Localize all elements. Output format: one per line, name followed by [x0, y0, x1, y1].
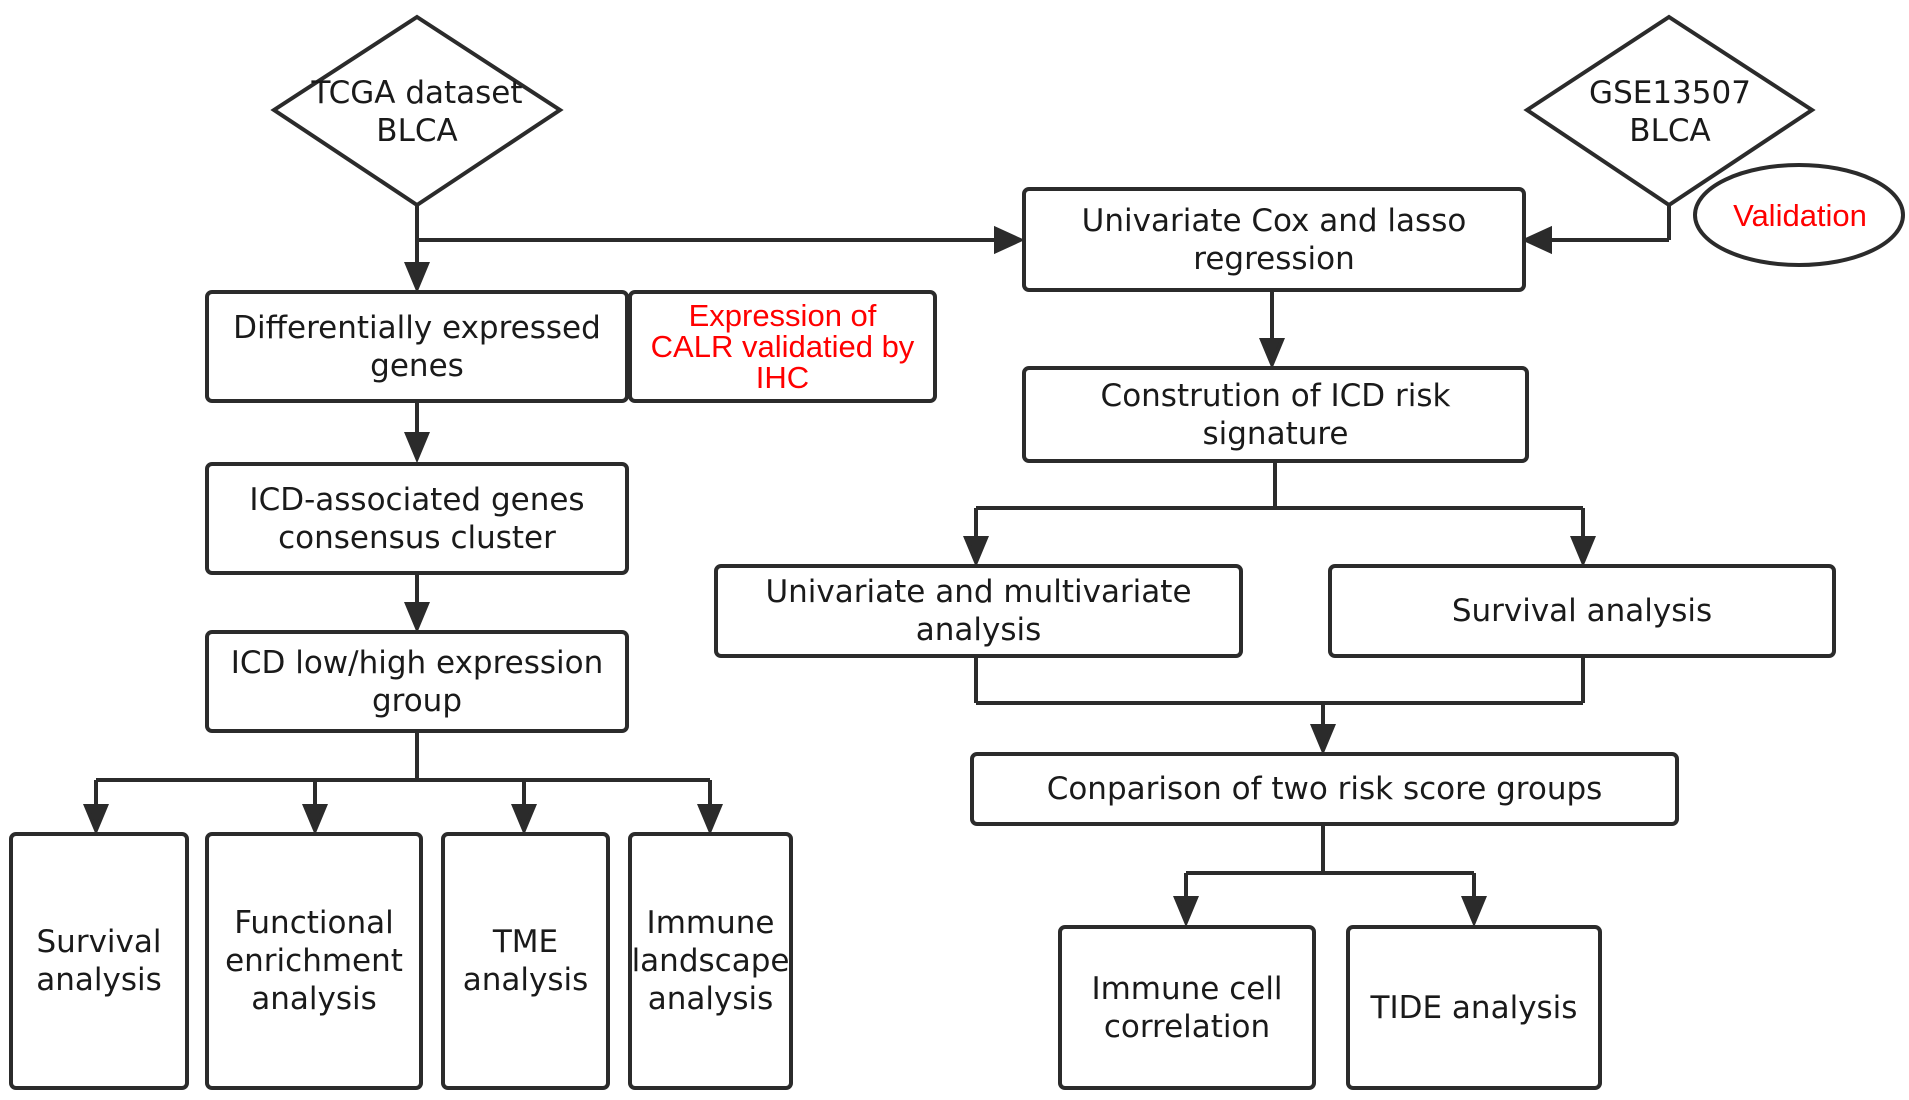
survival-analysis-box: Survival analysis: [1328, 564, 1836, 658]
arrowhead: [1521, 225, 1552, 255]
uni-multi-analysis-box: Univariate and multivariate analysis: [714, 564, 1243, 658]
arrowhead: [404, 262, 430, 294]
arrowhead: [1173, 896, 1199, 928]
arrowhead: [404, 602, 430, 634]
risk-signature-box: Constrution of ICD risk signature: [1022, 366, 1529, 463]
validation-label: Validation: [1733, 197, 1867, 233]
left-output-survival: Survival analysis: [9, 832, 189, 1090]
arrowhead: [697, 804, 723, 836]
arrowhead: [1259, 338, 1285, 370]
risk-group-comparison-box: Conparison of two risk score groups: [970, 752, 1679, 826]
calr-ihc-box: Expression of CALR validatied by IHC: [628, 290, 937, 403]
arrowhead: [1461, 896, 1487, 928]
arrowhead: [1570, 536, 1596, 568]
right-output-tide-analysis: TIDE analysis: [1346, 925, 1602, 1090]
arrowhead: [994, 225, 1025, 255]
gse-dataset-node: GSE13507 BLCA: [1589, 75, 1751, 149]
icd-cluster-box: ICD-associated genes consensus cluster: [205, 462, 629, 575]
left-output-tme: TME analysis: [441, 832, 610, 1090]
arrowhead: [1310, 724, 1336, 756]
cox-lasso-box: Univariate Cox and lasso regression: [1022, 187, 1526, 292]
deg-box: Differentially expressed genes: [205, 290, 629, 403]
left-output-immune-landscape: Immune landscape analysis: [628, 832, 793, 1090]
left-output-functional-enrichment: Functional enrichment analysis: [205, 832, 423, 1090]
arrowhead: [963, 536, 989, 568]
arrowhead: [511, 804, 537, 836]
arrowhead: [302, 804, 328, 836]
tcga-dataset-node: TCGA dataset BLCA: [311, 75, 523, 149]
validation-ellipse: [1693, 163, 1905, 267]
icd-group-box: ICD low/high expression group: [205, 630, 629, 733]
arrowhead: [404, 432, 430, 464]
right-output-immune-cell-correlation: Immune cell correlation: [1058, 925, 1316, 1090]
arrowhead: [83, 804, 109, 836]
